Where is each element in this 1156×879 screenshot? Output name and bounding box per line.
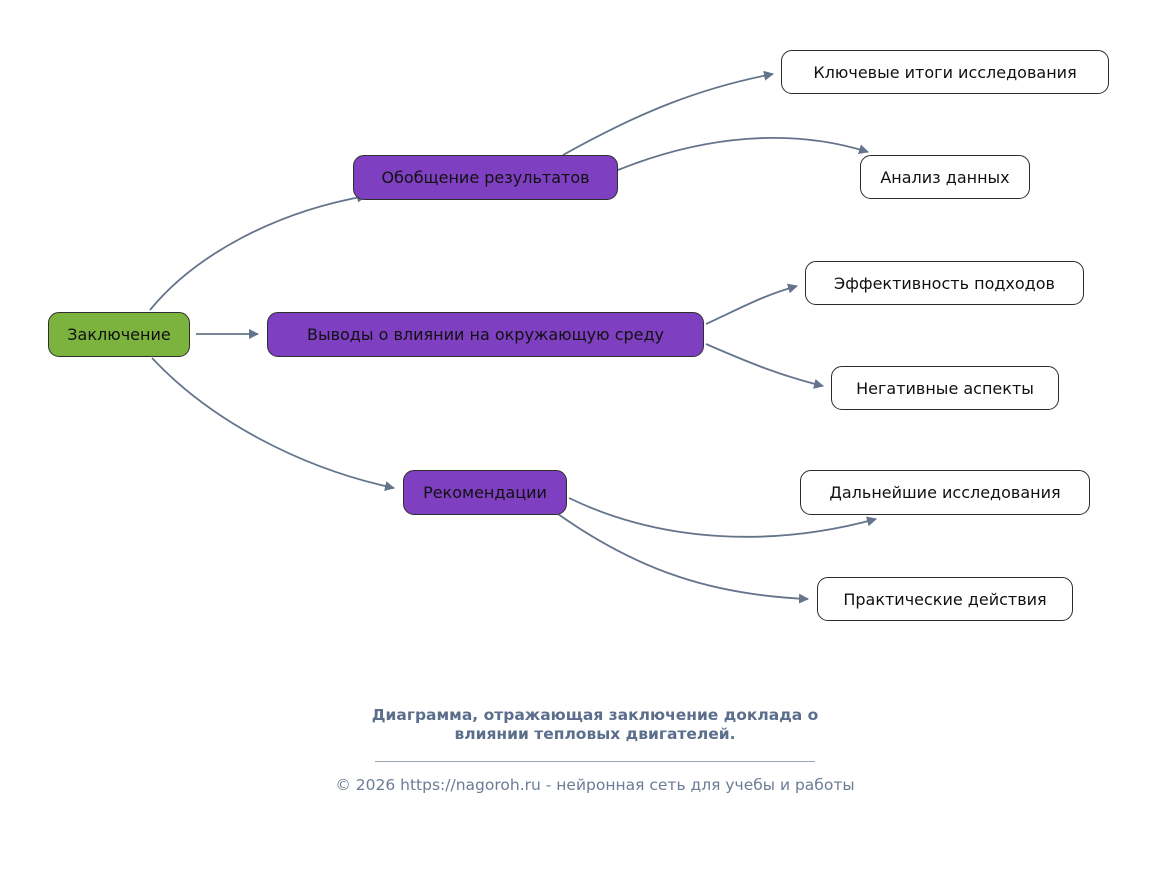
diagram-caption: Диаграмма, отражающая заключение доклада… bbox=[298, 706, 892, 745]
edge-branch3-to-leaf6 bbox=[557, 513, 809, 604]
node-leaf-approach-effectiveness: Эффективность подходов bbox=[805, 261, 1084, 305]
caption-line-1: Диаграмма, отражающая заключение доклада… bbox=[371, 706, 819, 724]
copyright-text: © 2026 https://nagoroh.ru - нейронная се… bbox=[335, 775, 855, 794]
edge-branch2-to-leaf4 bbox=[705, 343, 824, 389]
edge-branch3-to-leaf5 bbox=[568, 497, 877, 538]
node-branch-recommendations: Рекомендации bbox=[403, 470, 567, 515]
node-leaf-data-analysis: Анализ данных bbox=[860, 155, 1030, 199]
node-root: Заключение bbox=[48, 312, 190, 357]
edge-branch1-to-leaf2 bbox=[617, 137, 869, 171]
edge-root-to-branch3 bbox=[151, 357, 395, 492]
node-leaf-negative-aspects: Негативные аспекты bbox=[831, 366, 1059, 410]
node-leaf-key-findings: Ключевые итоги исследования bbox=[781, 50, 1109, 94]
node-branch-summary: Обобщение результатов bbox=[353, 155, 618, 200]
edge-root-to-branch1 bbox=[149, 192, 367, 311]
footer: Диаграмма, отражающая заключение доклада… bbox=[298, 706, 892, 794]
node-leaf-further-research: Дальнейшие исследования bbox=[800, 470, 1090, 515]
node-leaf-practical-actions: Практические действия bbox=[817, 577, 1073, 621]
footer-divider bbox=[375, 760, 815, 762]
edge-branch2-to-leaf3 bbox=[705, 283, 798, 325]
node-branch-environment-conclusions: Выводы о влиянии на окружающую среду bbox=[267, 312, 704, 357]
edge-branch1-to-leaf1 bbox=[562, 70, 774, 156]
caption-line-2: влиянии тепловых двигателей. bbox=[454, 725, 736, 744]
